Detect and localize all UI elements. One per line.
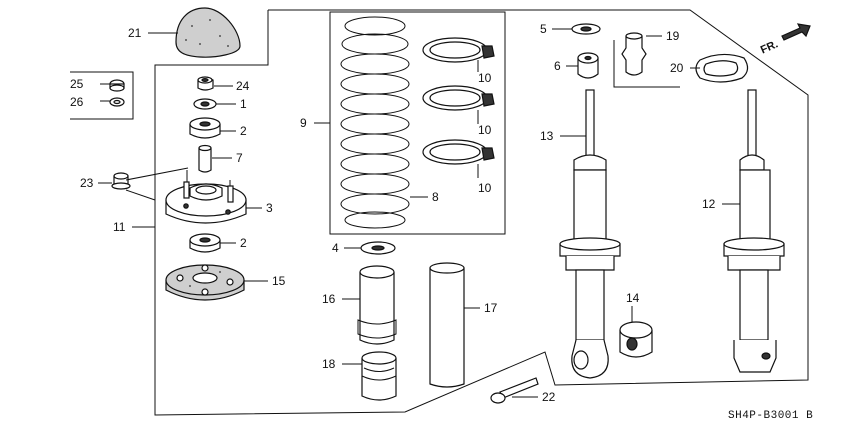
coil-spring-part xyxy=(340,16,410,229)
callout-19: 19 xyxy=(666,29,680,43)
callout-8: 8 xyxy=(432,190,439,204)
bushing-14-part xyxy=(619,321,653,358)
bushing-lower-part xyxy=(189,233,221,253)
callout-9: 9 xyxy=(300,116,307,130)
washer-4-part xyxy=(360,241,396,255)
upper-mount-base-part xyxy=(165,170,247,224)
spring-seat-rubber-a xyxy=(422,37,495,63)
top-cap-part xyxy=(175,7,241,58)
flange-bolt-part xyxy=(490,377,539,404)
self-locking-nut-part xyxy=(197,76,214,91)
callout-4: 4 xyxy=(332,241,339,255)
washer-5-part xyxy=(571,23,601,35)
washer-26-part xyxy=(109,97,125,107)
callout-16: 16 xyxy=(322,292,336,306)
callout-10-c: 10 xyxy=(478,181,492,195)
nut-25-part xyxy=(109,79,125,92)
callout-25: 25 xyxy=(70,77,84,91)
callout-7: 7 xyxy=(236,151,243,165)
callout-11: 11 xyxy=(113,220,126,234)
callout-15: 15 xyxy=(272,274,286,288)
leader-lines xyxy=(98,28,740,398)
callout-21: 21 xyxy=(128,26,142,40)
callout-14: 14 xyxy=(626,291,640,305)
front-direction-arrow-icon xyxy=(781,23,811,41)
callout-5: 5 xyxy=(540,22,547,36)
flange-nut-part xyxy=(111,172,131,190)
callout-2-lower: 2 xyxy=(240,236,247,250)
bushing-6-part xyxy=(577,52,599,79)
callout-labels: 21 25 26 24 1 2 7 23 3 11 2 15 9 8 10 10… xyxy=(70,22,813,422)
damper-12-part xyxy=(723,89,785,373)
bushing-upper-part xyxy=(189,117,221,139)
callout-17: 17 xyxy=(484,301,498,315)
callout-26: 26 xyxy=(70,95,84,109)
diagram-code: SH4P-B3001 B xyxy=(728,410,813,422)
dust-boot-part xyxy=(357,265,397,345)
spring-seat-rubber-c xyxy=(422,139,495,165)
callout-2-upper: 2 xyxy=(240,124,247,138)
damper-13-part xyxy=(559,89,621,379)
callout-10-b: 10 xyxy=(478,123,492,137)
mount-rubber-part xyxy=(165,264,245,301)
callout-24: 24 xyxy=(236,79,250,93)
callout-10-a: 10 xyxy=(478,71,492,85)
bump-stop-part xyxy=(361,351,397,401)
direction-label: FR. xyxy=(759,38,780,56)
bump-rubber-19-part xyxy=(621,32,647,76)
spring-seat-rubber-b xyxy=(422,85,495,111)
callout-23: 23 xyxy=(80,176,94,190)
callout-1: 1 xyxy=(240,97,247,111)
callout-22: 22 xyxy=(542,390,556,404)
callout-18: 18 xyxy=(322,357,336,371)
callout-3: 3 xyxy=(266,201,273,215)
gasket-part xyxy=(695,53,749,83)
callout-6: 6 xyxy=(554,59,561,73)
callout-20: 20 xyxy=(670,61,684,75)
callout-12: 12 xyxy=(702,197,716,211)
collar-part xyxy=(198,144,212,173)
washer-1-part xyxy=(193,98,217,110)
callout-13: 13 xyxy=(540,129,554,143)
dust-cover-part xyxy=(429,262,465,388)
